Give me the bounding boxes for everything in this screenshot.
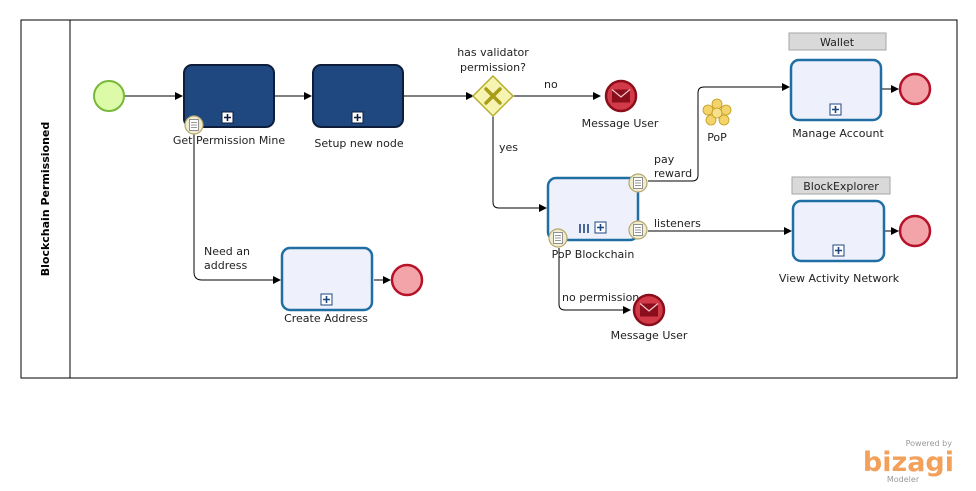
label-create-address: Create Address [284, 312, 368, 325]
gateway-label-line1: has validator [457, 46, 529, 59]
gateway-label-line2: permission? [460, 61, 526, 74]
flow-pay-reward [648, 83, 790, 182]
label-pop-event: PoP [707, 131, 727, 144]
end-event-message-bottom[interactable] [632, 293, 666, 327]
label-manage-account: Manage Account [792, 127, 884, 140]
flow-label-no: no [544, 78, 558, 91]
flow-label-listeners: listeners [654, 217, 701, 230]
label-setup-node: Setup new node [314, 137, 403, 150]
label-view-activity: View Activity Network [779, 272, 900, 285]
end-event-manage-account[interactable] [898, 72, 932, 106]
brand-product: Modeler [887, 475, 920, 484]
flower-icon [702, 98, 732, 126]
flow-no-permission [558, 248, 631, 314]
task-get-permission[interactable] [183, 64, 275, 135]
flow-label-need-1: Need an [204, 245, 250, 258]
flow-label-need-2: address [204, 259, 247, 272]
wallet-header-label: Wallet [820, 36, 855, 49]
label-get-permission: Get Permission Mine [173, 134, 285, 147]
task-pop-blockchain[interactable] [546, 173, 648, 248]
document-icon [628, 173, 648, 193]
flow-label-no-permission: no permission [562, 291, 639, 304]
pop-event[interactable] [702, 98, 732, 126]
end-event-message-top[interactable] [604, 79, 638, 113]
label-message-user-bottom: Message User [611, 329, 688, 342]
brand-name: bizagi [863, 447, 954, 478]
label-message-user-top: Message User [582, 117, 659, 130]
exclusive-gateway[interactable] [471, 74, 515, 118]
flow-label-pay-1: pay [654, 153, 675, 166]
sequence-flows [124, 83, 899, 314]
flow-need-address [193, 132, 281, 284]
bizagi-logo: Powered by bizagi Modeler [863, 439, 954, 484]
start-event[interactable] [93, 80, 125, 112]
label-pop-blockchain: PoP Blockchain [552, 248, 635, 261]
flow-gateway-yes [492, 115, 547, 212]
document-icon [548, 228, 568, 248]
explorer-header-label: BlockExplorer [803, 180, 879, 193]
flow-label-pay-2: reward [654, 167, 692, 180]
multi-instance-icon [579, 224, 589, 233]
task-view-activity[interactable] [791, 199, 886, 263]
wallet-header [788, 32, 887, 51]
gateway-x-icon [484, 87, 502, 105]
document-icon [184, 115, 204, 135]
document-icon [628, 220, 648, 240]
powered-by-label: Powered by [906, 439, 953, 448]
end-event-create-address[interactable] [390, 263, 424, 297]
task-manage-account[interactable] [789, 58, 883, 122]
end-event-view-activity[interactable] [898, 214, 932, 248]
envelope-icon [639, 303, 659, 317]
lane-label: Blockchain Permissioned [39, 122, 52, 277]
task-create-address[interactable] [280, 246, 374, 312]
flow-label-yes: yes [499, 141, 518, 154]
explorer-header [791, 176, 891, 195]
task-setup-node[interactable] [312, 64, 404, 128]
envelope-icon [611, 89, 631, 103]
